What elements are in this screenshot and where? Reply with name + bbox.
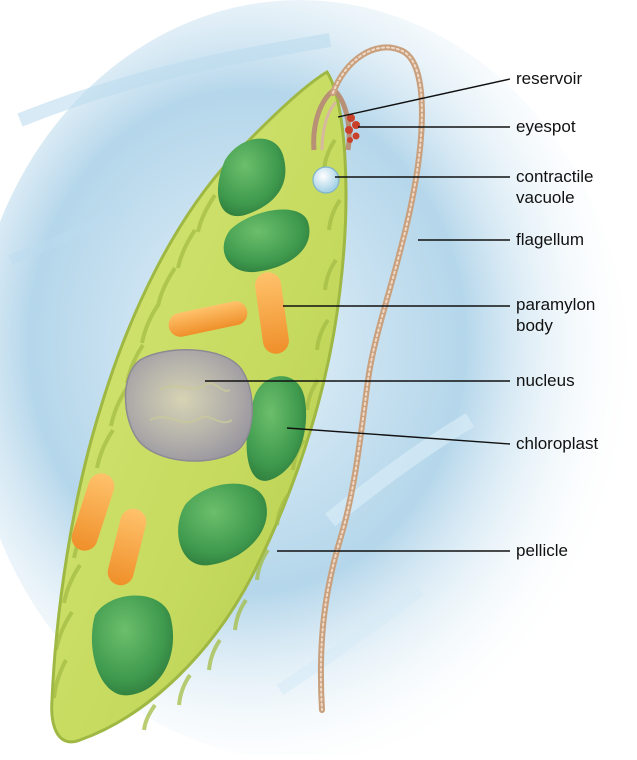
label-pellicle: pellicle <box>516 541 568 561</box>
label-nucleus: nucleus <box>516 371 575 391</box>
nucleus <box>126 350 253 461</box>
label-paramylon-2: body <box>516 316 553 336</box>
contractile-vacuole <box>313 167 339 193</box>
label-eyespot: eyespot <box>516 117 576 137</box>
label-chloroplast: chloroplast <box>516 434 598 454</box>
label-reservoir: reservoir <box>516 69 582 89</box>
label-flagellum: flagellum <box>516 230 584 250</box>
label-paramylon-1: paramylon <box>516 295 595 315</box>
label-contractile-2: vacuole <box>516 188 575 208</box>
label-contractile-1: contractile <box>516 167 593 187</box>
